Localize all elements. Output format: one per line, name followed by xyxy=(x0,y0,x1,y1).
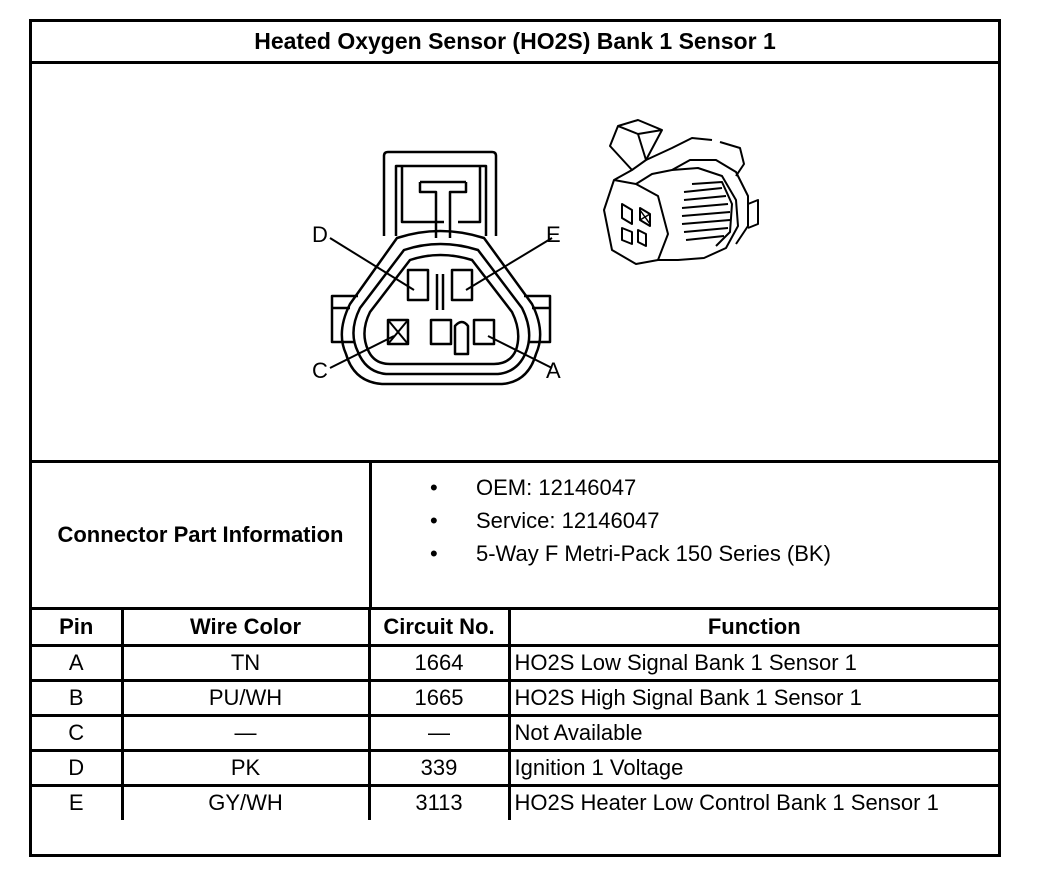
cell-circuit: 339 xyxy=(367,748,511,787)
part-info-service: Service: 12146047 xyxy=(476,508,660,533)
part-info-item: • 5-Way F Metri-Pack 150 Series (BK) xyxy=(372,537,998,570)
table-row: D PK 339 Ignition 1 Voltage xyxy=(32,748,998,787)
header-circuit: Circuit No. xyxy=(367,610,511,647)
header-wire-color: Wire Color xyxy=(120,610,371,647)
pin-leader-lines xyxy=(329,237,553,369)
part-info-item: • OEM: 12146047 xyxy=(372,471,998,504)
cell-circuit: 1664 xyxy=(367,643,511,682)
part-info-item: • Service: 12146047 xyxy=(372,504,998,537)
page-title: Heated Oxygen Sensor (HO2S) Bank 1 Senso… xyxy=(32,22,998,64)
cell-function: Not Available xyxy=(507,713,998,752)
bullet: • xyxy=(430,475,438,500)
cell-wire-color: — xyxy=(120,713,371,752)
cell-pin: A xyxy=(32,643,124,682)
connector-part-info-list: • OEM: 12146047 • Service: 12146047 • 5-Way… xyxy=(372,463,998,607)
connector-sheet: Heated Oxygen Sensor (HO2S) Bank 1 Senso… xyxy=(29,19,1001,857)
cell-function: HO2S Low Signal Bank 1 Sensor 1 xyxy=(507,643,998,682)
cavity-a xyxy=(472,318,496,346)
table-row: C — — Not Available xyxy=(32,713,998,752)
connector-face-drawing: D E C A xyxy=(312,119,759,386)
bullet: • xyxy=(430,541,438,566)
cavity-e xyxy=(450,268,474,302)
table-row: A TN 1664 HO2S Low Signal Bank 1 Sensor … xyxy=(32,643,998,682)
pin-label-c: C xyxy=(312,358,328,383)
cavity-b xyxy=(429,318,453,346)
cell-wire-color: TN xyxy=(120,643,371,682)
cavity-c xyxy=(386,318,410,346)
cell-circuit: 1665 xyxy=(367,678,511,717)
connector-part-info: Connector Part Information • OEM: 1214604… xyxy=(32,460,998,610)
pin-label-e: E xyxy=(546,222,561,247)
cell-circuit: 3113 xyxy=(367,783,511,820)
connector-outer-shell xyxy=(340,229,542,386)
cell-wire-color: GY/WH xyxy=(120,783,371,820)
cell-wire-color: PK xyxy=(120,748,371,787)
bullet: • xyxy=(430,508,438,533)
part-info-description: 5-Way F Metri-Pack 150 Series (BK) xyxy=(476,541,831,566)
connector-isometric-view xyxy=(603,119,759,265)
pin-cavities xyxy=(386,268,496,356)
cell-function: Ignition 1 Voltage xyxy=(507,748,998,787)
table-row: B PU/WH 1665 HO2S High Signal Bank 1 Sen… xyxy=(32,678,998,717)
cell-function: HO2S High Signal Bank 1 Sensor 1 xyxy=(507,678,998,717)
part-info-oem: OEM: 12146047 xyxy=(476,475,637,500)
pin-table-header: Pin Wire Color Circuit No. Function xyxy=(32,610,998,647)
pin-table: Pin Wire Color Circuit No. Function A TN… xyxy=(32,610,998,820)
connector-diagram: D E C A xyxy=(32,64,998,460)
connector-part-info-label: Connector Part Information xyxy=(32,463,372,607)
cell-wire-color: PU/WH xyxy=(120,678,371,717)
pin-label-a: A xyxy=(546,358,561,383)
table-row: E GY/WH 3113 HO2S Heater Low Control Ban… xyxy=(32,783,998,820)
cell-circuit: — xyxy=(367,713,511,752)
pin-label-d: D xyxy=(312,222,328,247)
header-pin: Pin xyxy=(32,610,124,647)
cell-pin: D xyxy=(32,748,124,787)
header-function: Function xyxy=(507,610,998,647)
connector-latch xyxy=(382,150,498,238)
cavity-d xyxy=(406,268,430,302)
cell-pin: B xyxy=(32,678,124,717)
cell-function: HO2S Heater Low Control Bank 1 Sensor 1 xyxy=(507,783,998,820)
cell-pin: E xyxy=(32,783,124,820)
cell-pin: C xyxy=(32,713,124,752)
